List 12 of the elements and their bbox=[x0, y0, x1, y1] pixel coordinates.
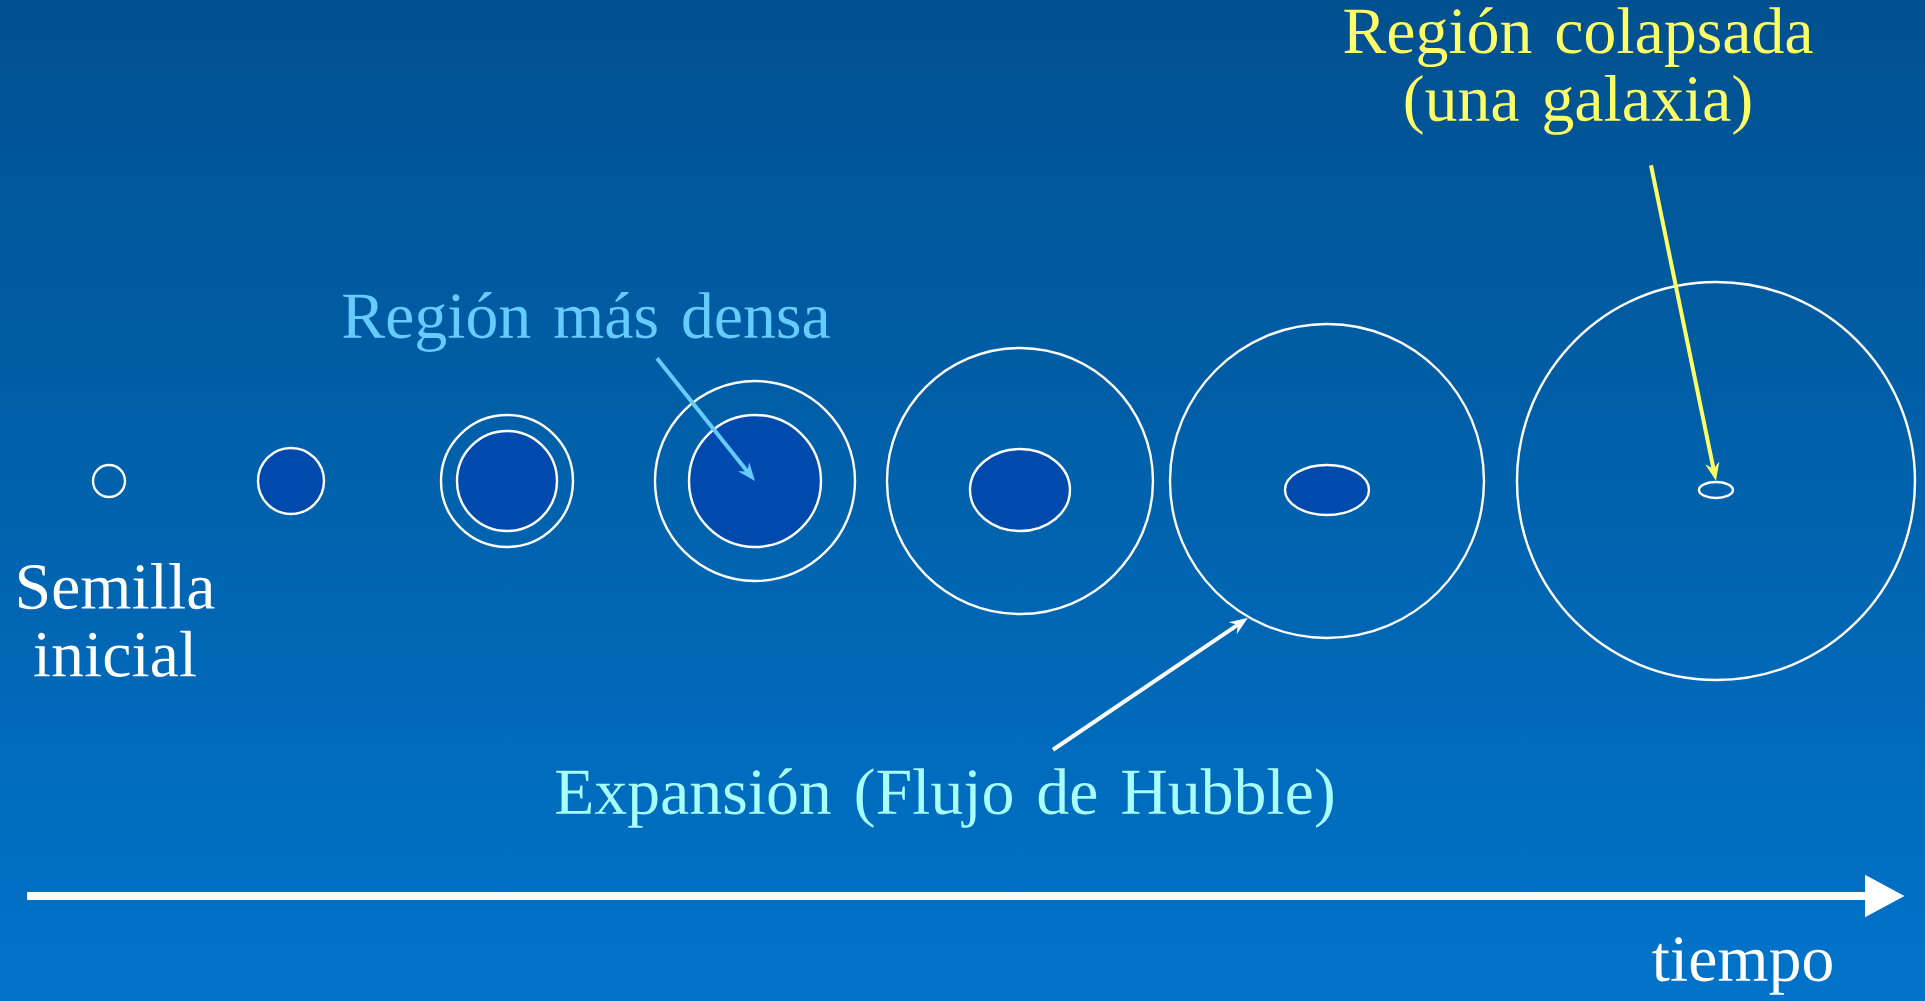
filled-circle bbox=[256, 446, 326, 516]
circle bbox=[91, 463, 127, 499]
annotation-text: Región más densa bbox=[343, 292, 830, 352]
annotation-text: Región colapsada (una galaxia) bbox=[1344, 7, 1813, 135]
caption-text: Semilla inicial bbox=[18, 563, 215, 677]
filled-circle bbox=[455, 429, 559, 533]
filled-ellipse bbox=[968, 447, 1072, 533]
axis-label: tiempo bbox=[1652, 937, 1832, 995]
annotation-text: Expansión (Flujo de Hubble) bbox=[556, 768, 1333, 828]
filled-ellipse bbox=[1283, 463, 1371, 517]
filled-circle bbox=[687, 413, 823, 549]
ellipse bbox=[1697, 480, 1735, 500]
